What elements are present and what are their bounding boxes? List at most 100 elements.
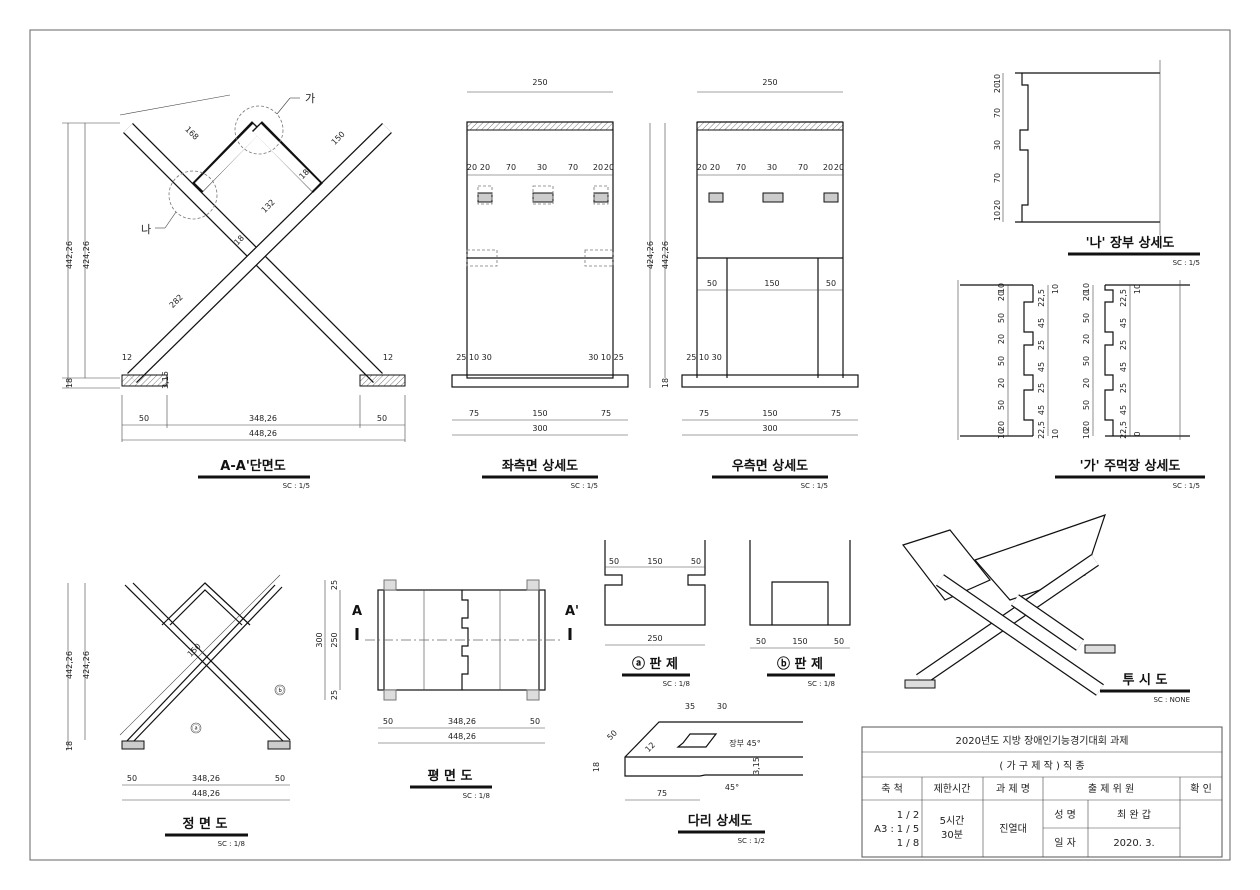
dimension-label: 10 xyxy=(1082,429,1091,439)
callout-ga: 가 xyxy=(305,92,315,105)
dim-top: 250 xyxy=(762,78,777,87)
view-scale-board-a: SC : 1/8 xyxy=(663,680,690,688)
dim-mid-2: 150 xyxy=(764,279,779,288)
dimension-label: 250 xyxy=(330,632,339,647)
dovetail-ga-detail: 10 20 50 20 50 20 50 20 10 10 20 50 20 5… xyxy=(957,280,1205,490)
dimension-label: 20 xyxy=(993,200,1002,210)
date-value: 2020. 3. xyxy=(1113,838,1154,849)
dim-h-inner: 424,26 xyxy=(646,241,655,269)
scale-2: 1 / 5 xyxy=(897,824,919,835)
view-scale-left-side: SC : 1/5 xyxy=(571,482,598,490)
dimension-label: 10 xyxy=(993,211,1002,221)
dimension-label: 10 xyxy=(1051,284,1060,294)
dimension-label: 30 xyxy=(717,702,727,711)
dimension-label: 150 xyxy=(792,637,807,646)
title-block-heading: 2020년도 지방 장애인기능경기대회 과제 xyxy=(956,734,1129,747)
plan-view: A A' 300 250 25 25 50 348,26 50 448,26 평… xyxy=(315,579,579,800)
sheet-border xyxy=(29,29,1231,861)
dimension-label: 22,5 xyxy=(1037,289,1046,307)
dimension-label: 45° xyxy=(725,783,739,792)
date-label: 일 자 xyxy=(1054,837,1076,849)
dim-315: 3,15 xyxy=(161,371,170,389)
dimension-label: 25 xyxy=(1119,340,1128,350)
leg-detail-view: 35 30 50 12 18 3,15 75 45° 장부 45° 다리 상세도… xyxy=(592,702,803,845)
dimension-label: 22,5 xyxy=(1119,421,1128,439)
dimension-label: 20 xyxy=(823,163,833,172)
dimension-label: 35 xyxy=(685,702,695,711)
dimension-label: 20 xyxy=(480,163,490,172)
dimension-label: 장부 45° xyxy=(729,738,760,748)
dim-12a: 12 xyxy=(122,353,132,362)
dimension-label: 25 xyxy=(1119,383,1128,393)
dim-w2: 348,26 xyxy=(249,414,277,423)
dimension-label: 50 xyxy=(756,637,766,646)
dimension-label: 50 xyxy=(997,356,1006,366)
dimension-label: 18 xyxy=(592,762,601,772)
view-scale-dovetail-ga: SC : 1/5 xyxy=(1173,482,1200,490)
dim-mid-3: 50 xyxy=(826,279,836,288)
dimension-label: 448,26 xyxy=(192,789,220,798)
dimension-label: 10 xyxy=(1082,283,1091,293)
scale-1: 1 / 2 xyxy=(897,810,919,821)
dimension-label: 20 xyxy=(997,378,1006,388)
section-view: 가 나 442,26 424,26 18 50 348,26 50 448,26… xyxy=(62,92,406,490)
dimension-label: 50 xyxy=(1082,400,1091,410)
callout-na: 나 xyxy=(141,223,151,236)
view-scale-board-b: SC : 1/8 xyxy=(808,680,835,688)
view-scale-front: SC : 1/8 xyxy=(218,840,245,848)
dim-b3: 75 xyxy=(601,409,611,418)
view-title-section: A-A'단면도 xyxy=(220,458,285,474)
view-scale-plan: SC : 1/8 xyxy=(463,792,490,800)
dim-h-base: 18 xyxy=(661,378,670,388)
board-b-view: 50 150 50 ⓑ 판 제 SC : 1/8 xyxy=(749,540,851,688)
dim-total: 300 xyxy=(532,424,547,433)
dimension-label: 424,26 xyxy=(82,651,91,679)
dimension-label: 20 xyxy=(467,163,477,172)
dimension-label: 30 xyxy=(767,163,777,172)
dim-mid-1: 50 xyxy=(707,279,717,288)
label-b: ⓑ xyxy=(276,686,284,695)
dimension-label: 3,15 xyxy=(752,757,761,775)
dim-282: 282 xyxy=(168,293,185,310)
dim-w1: 50 xyxy=(139,414,149,423)
dimension-label: 300 xyxy=(315,632,324,647)
section-mark-a: A xyxy=(352,604,362,619)
name-label: 성 명 xyxy=(1054,809,1076,821)
dimension-label: 50 xyxy=(1082,356,1091,366)
dimension-label: 18 xyxy=(65,741,74,751)
title-block-trade: ( 가 구 제 작 ) 직 종 xyxy=(999,760,1084,772)
header-examiner: 출 제 위 원 xyxy=(1088,782,1134,795)
dimension-label: 45 xyxy=(1119,362,1128,372)
dimension-label: 20 xyxy=(997,334,1006,344)
section-mark-a-prime: A' xyxy=(565,604,579,619)
dim-top: 250 xyxy=(532,78,547,87)
front-view: 150 ⓐ ⓑ 442,26 424,26 18 50 348,26 50 44… xyxy=(65,574,291,848)
time-line2: 30분 xyxy=(941,829,963,841)
task-name: 진열대 xyxy=(999,823,1027,835)
dimension-label: 75 xyxy=(657,789,667,798)
dim-low-right: 30 10 25 xyxy=(588,353,624,362)
dim-b1: 75 xyxy=(469,409,479,418)
view-title-board-b: ⓑ 판 제 xyxy=(777,656,823,672)
dim-h-inner: 424,26 xyxy=(82,241,91,269)
dim-diag: 150 xyxy=(186,642,203,659)
board-a-view: 50 150 50 250 ⓐ 판 제 SC : 1/8 xyxy=(604,540,706,688)
dimension-label: 348,26 xyxy=(192,774,220,783)
dimension-label: 150 xyxy=(647,557,662,566)
dimension-label: 442,26 xyxy=(65,651,74,679)
dimension-label: 20 xyxy=(604,163,614,172)
view-title-plan: 평 면 도 xyxy=(428,768,473,784)
dim-low-left: 25 10 30 xyxy=(686,353,722,362)
label-a: ⓐ xyxy=(192,724,200,733)
dimension-label: 12 xyxy=(643,740,657,754)
dimension-label: 10 xyxy=(997,283,1006,293)
view-scale-right-side: SC : 1/5 xyxy=(801,482,828,490)
dim-150: 150 xyxy=(330,130,347,147)
view-title-board-a: ⓐ 판 제 xyxy=(632,656,678,672)
dimension-label: 50 xyxy=(997,313,1006,323)
header-scale: 축 척 xyxy=(881,783,903,795)
dim-h-base: 18 xyxy=(65,378,74,388)
view-title-dovetail-ga: '가' 주먹장 상세도 xyxy=(1080,458,1181,474)
